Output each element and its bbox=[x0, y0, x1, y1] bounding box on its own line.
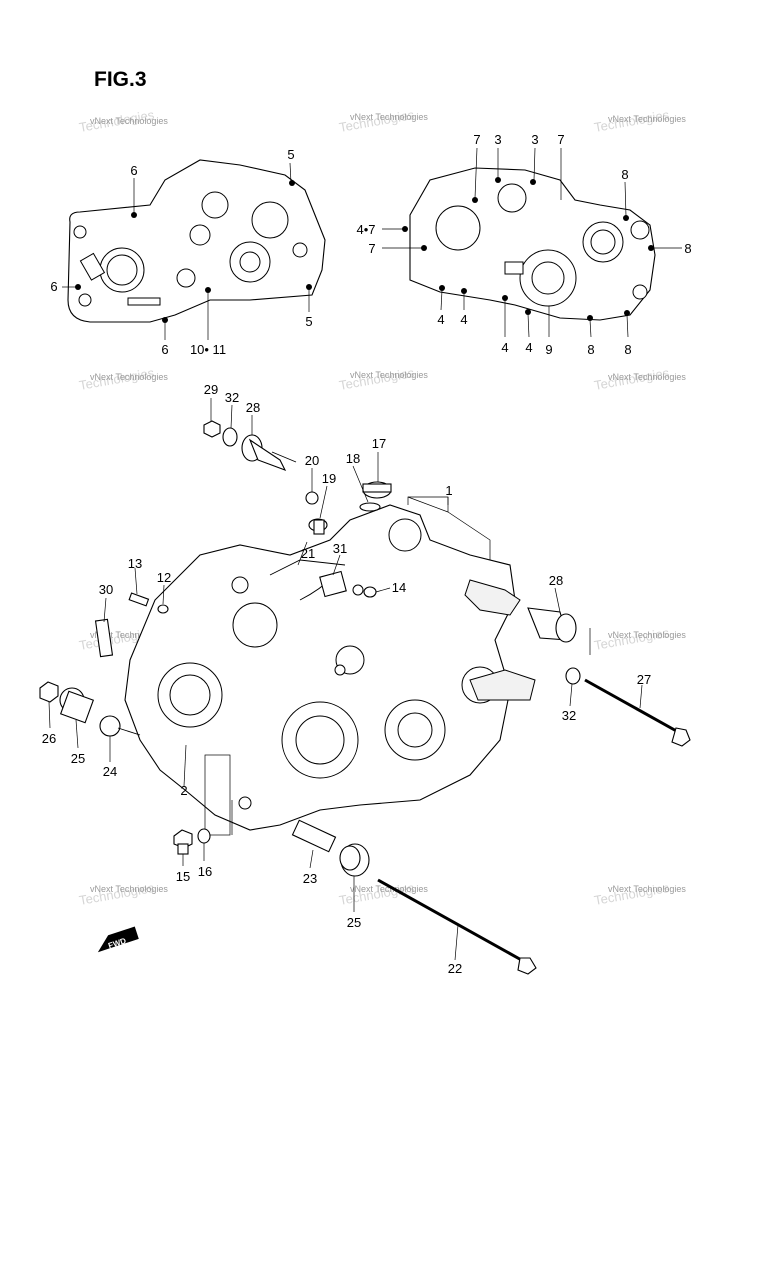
part-29-nut bbox=[203, 420, 221, 438]
part-27-bolt bbox=[584, 678, 691, 747]
callout: 7 bbox=[473, 132, 480, 147]
svg-text:vNext Technologies: vNext Technologies bbox=[90, 884, 168, 894]
part-28-shaft-b bbox=[527, 607, 577, 643]
part-16-washer bbox=[197, 828, 211, 844]
svg-text:vNext Technologies: vNext Technologies bbox=[608, 114, 686, 124]
part-12-washer bbox=[157, 604, 169, 614]
callout-labels: 5 6 6 6 5 10• 11 7 3 3 7 8 4•7 7 8 4 4 4… bbox=[42, 132, 692, 976]
part-30-dowel bbox=[94, 618, 114, 658]
callout: 28 bbox=[549, 573, 563, 588]
callout: 15 bbox=[176, 869, 190, 884]
callout: 18 bbox=[346, 451, 360, 466]
callout: 3 bbox=[494, 132, 501, 147]
callout: 6 bbox=[161, 342, 168, 357]
svg-text:vNext Technologies: vNext Technologies bbox=[608, 630, 686, 640]
callout: 12 bbox=[157, 570, 171, 585]
part-25-bearing-a bbox=[59, 687, 95, 724]
part-32-washer-a bbox=[222, 427, 238, 447]
callout: 4 bbox=[460, 312, 467, 327]
svg-text:vNext Technologies: vNext Technologies bbox=[90, 630, 168, 640]
callout: 5 bbox=[287, 147, 294, 162]
callout: 9 bbox=[545, 342, 552, 357]
callout: 8 bbox=[684, 241, 691, 256]
callout: 3 bbox=[531, 132, 538, 147]
callout: 25 bbox=[347, 915, 361, 930]
part-31 bbox=[319, 570, 347, 598]
callout: 14 bbox=[392, 580, 406, 595]
callout: 5 bbox=[305, 314, 312, 329]
callout: 8 bbox=[624, 342, 631, 357]
callout: 1 bbox=[445, 483, 452, 498]
part-18-oring bbox=[359, 502, 381, 512]
callout: 8 bbox=[587, 342, 594, 357]
svg-text:vNext Technologies: vNext Technologies bbox=[350, 370, 428, 380]
callout: 19 bbox=[322, 471, 336, 486]
callout: 29 bbox=[204, 382, 218, 397]
part-14 bbox=[363, 586, 377, 598]
main-crankcase bbox=[124, 504, 536, 836]
callout: 21 bbox=[301, 546, 315, 561]
callout: 22 bbox=[448, 961, 462, 976]
callout: 4 bbox=[437, 312, 444, 327]
part-15-plug bbox=[173, 829, 193, 855]
callout: 6 bbox=[50, 279, 57, 294]
svg-text:vNext Technologies: vNext Technologies bbox=[350, 884, 428, 894]
callout: 30 bbox=[99, 582, 113, 597]
callout: 25 bbox=[71, 751, 85, 766]
callout: 10• 11 bbox=[190, 342, 226, 357]
callout: 20 bbox=[305, 453, 319, 468]
part-26-nut bbox=[39, 681, 59, 703]
figure-title: FIG.3 bbox=[94, 68, 147, 91]
callout: 7 bbox=[557, 132, 564, 147]
svg-text:vNext Technologies: vNext Technologies bbox=[608, 884, 686, 894]
leader-lines bbox=[48, 147, 682, 961]
part-32-washer-b bbox=[565, 667, 581, 685]
part-17-cap bbox=[362, 481, 392, 499]
part-25-bearing-b bbox=[339, 843, 370, 877]
callout: 4 bbox=[525, 340, 532, 355]
part-13-plug bbox=[128, 592, 150, 607]
fwd-arrow-icon: FWD bbox=[97, 926, 139, 953]
loose-parts bbox=[39, 420, 691, 975]
svg-text:vNext Technologies: vNext Technologies bbox=[90, 372, 168, 382]
callout: 27 bbox=[637, 672, 651, 687]
left-crankcase-half bbox=[67, 159, 326, 323]
callout: 4 bbox=[501, 340, 508, 355]
callout: 24 bbox=[103, 764, 117, 779]
part-19-bolt bbox=[308, 518, 328, 535]
svg-text:vNext Technologies: vNext Technologies bbox=[608, 372, 686, 382]
callout: 17 bbox=[372, 436, 386, 451]
callout: 28 bbox=[246, 400, 260, 415]
callout: 26 bbox=[42, 731, 56, 746]
part-20-bolt bbox=[305, 491, 319, 505]
callout: 13 bbox=[128, 556, 142, 571]
callout: 8 bbox=[621, 167, 628, 182]
svg-text:vNext Technologies: vNext Technologies bbox=[90, 116, 168, 126]
part-23-bearing bbox=[291, 819, 337, 853]
callout: 32 bbox=[562, 708, 576, 723]
part-24 bbox=[99, 715, 141, 737]
callout: 31 bbox=[333, 541, 347, 556]
callout: 4•7 bbox=[356, 222, 375, 237]
svg-text:vNext Technologies: vNext Technologies bbox=[350, 112, 428, 122]
callout: 16 bbox=[198, 864, 212, 879]
part-22-bolt bbox=[377, 878, 537, 975]
callout: 23 bbox=[303, 871, 317, 886]
part-28-shaft-a bbox=[241, 434, 297, 471]
callout: 7 bbox=[368, 241, 375, 256]
callout: 32 bbox=[225, 390, 239, 405]
right-crankcase-half bbox=[402, 167, 656, 321]
callout: 2 bbox=[180, 783, 187, 798]
callout: 6 bbox=[130, 163, 137, 178]
